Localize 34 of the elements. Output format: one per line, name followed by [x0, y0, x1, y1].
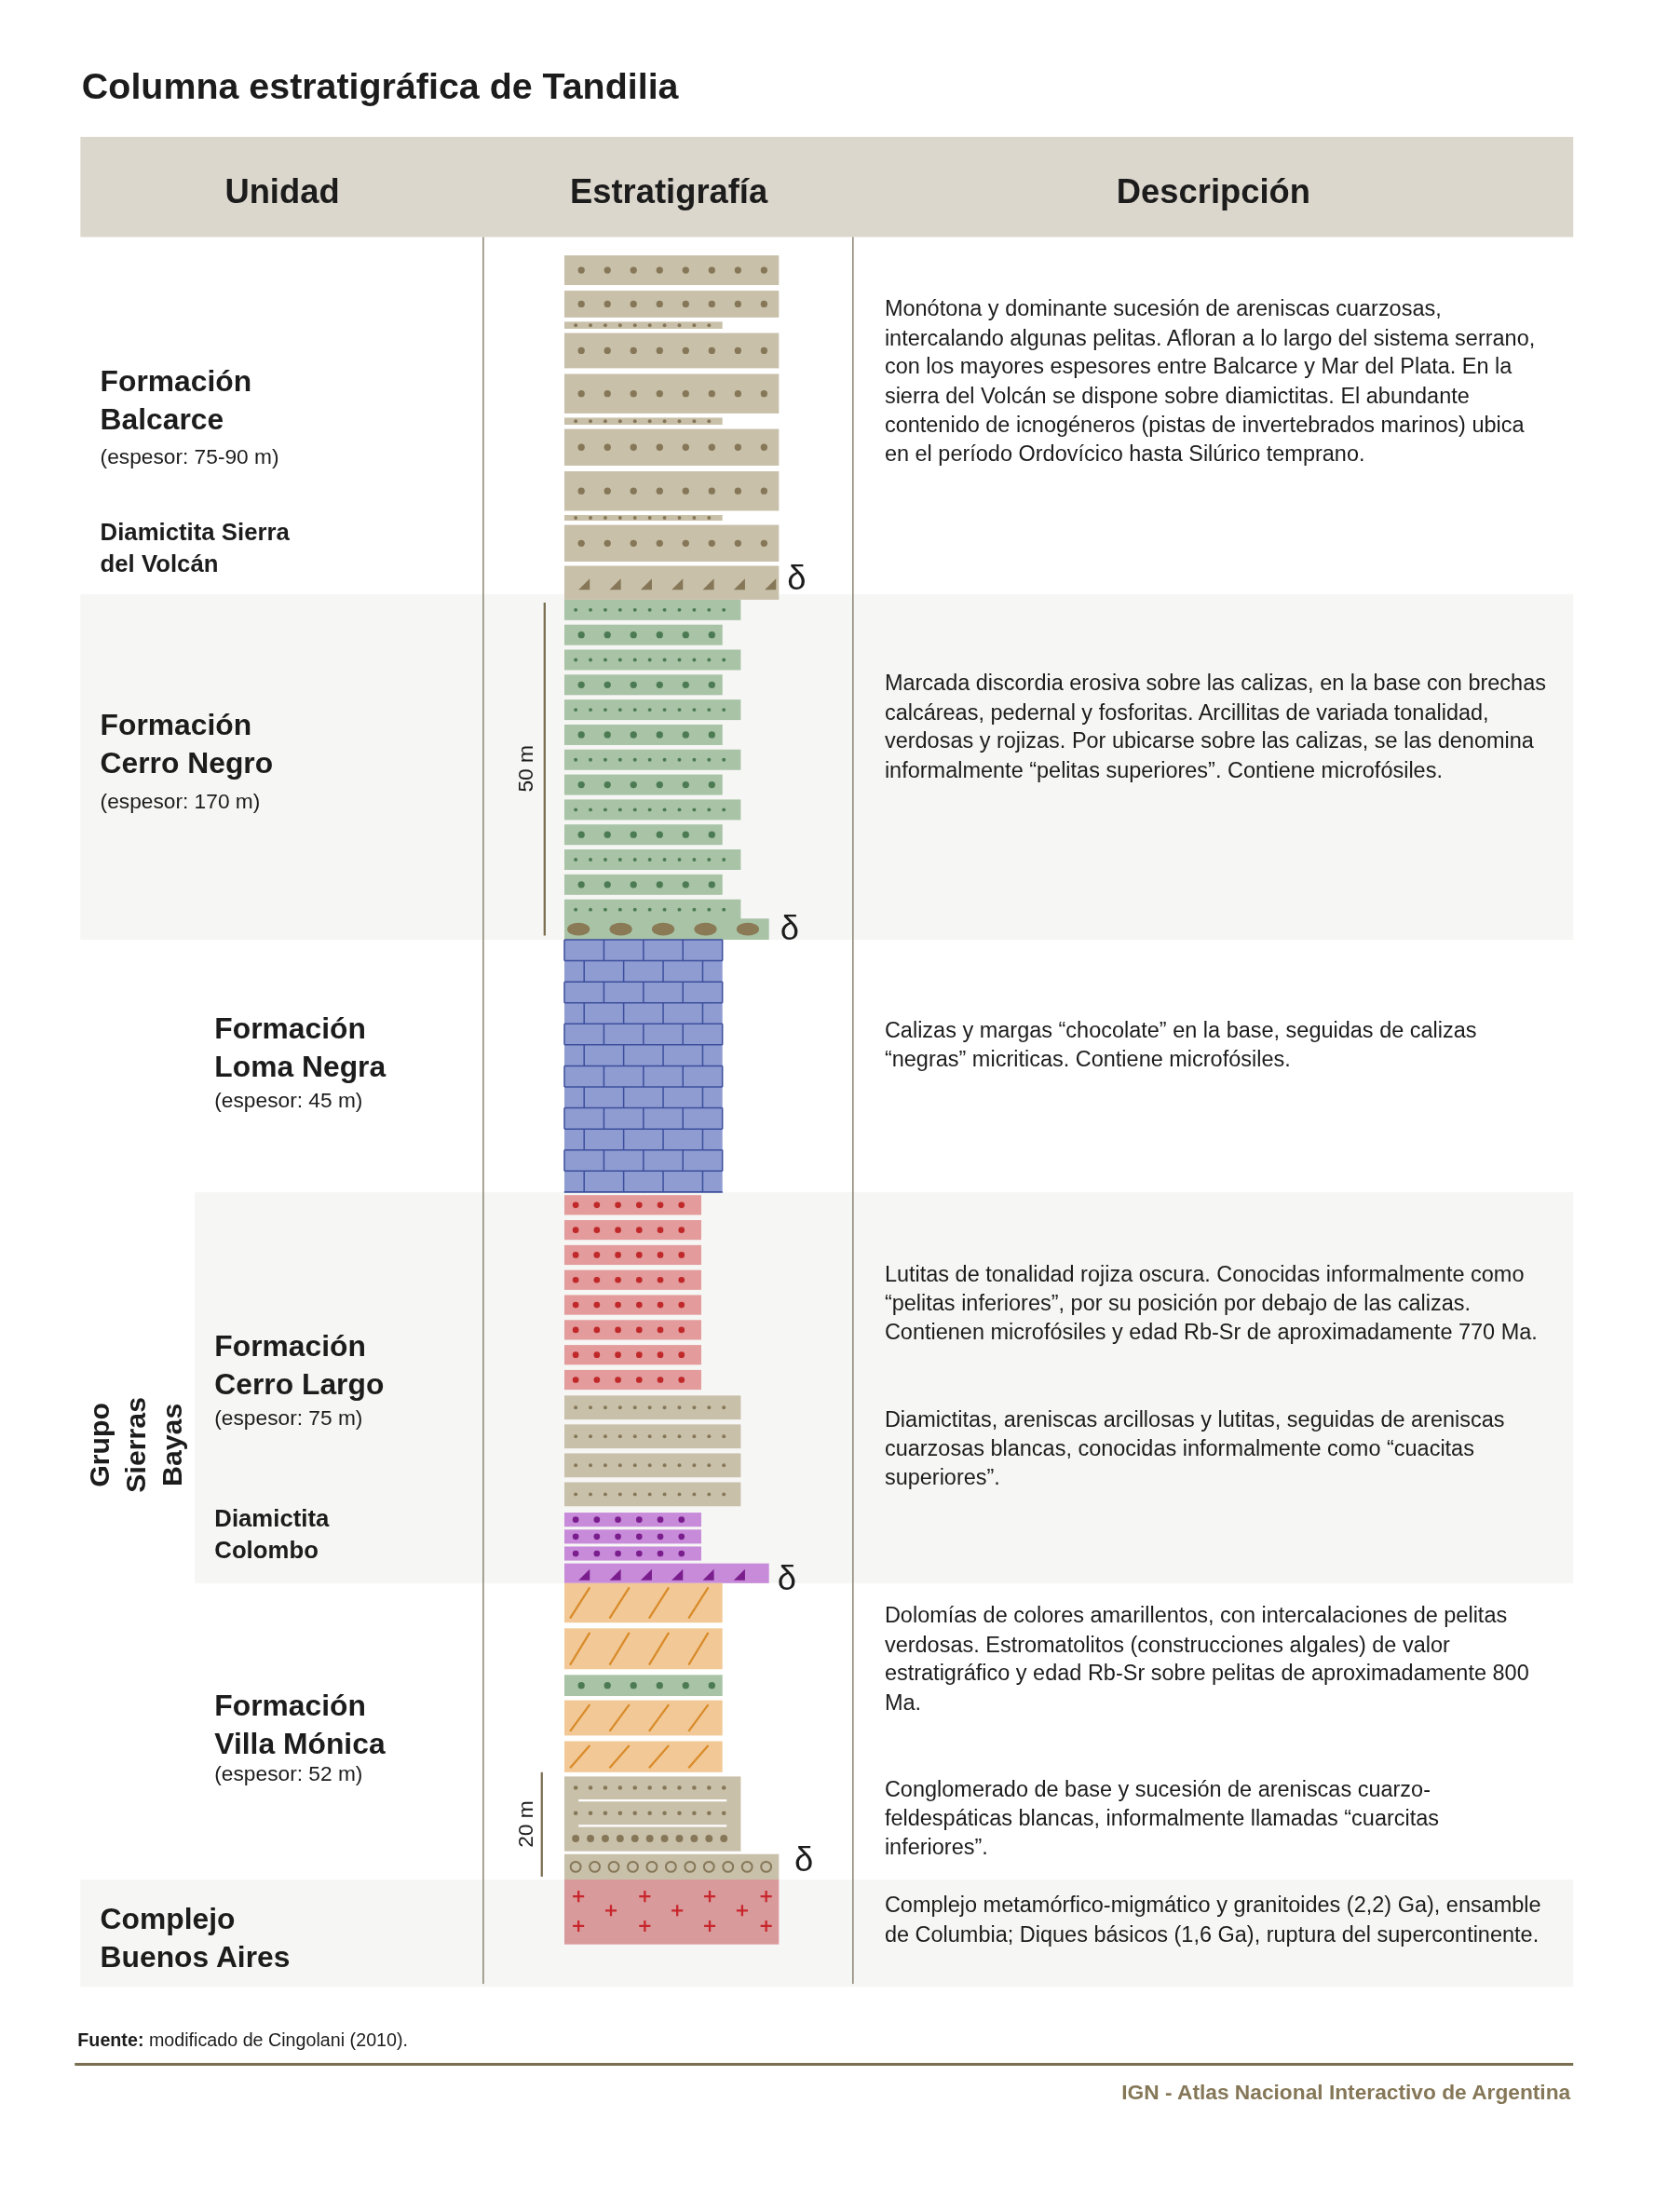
- description-text: Dolomías de colores amarillentos, con intercalaciones de pelitas verdosas. Estromatolitos (construcciones algales) de valor estratigráfico y edad Rb-Sr sobre pelitas de aproximadamente 800 Ma.: [884, 1602, 1530, 1716]
- unit-name: Complejo Buenos Aires: [100, 1901, 292, 1975]
- unit-name: Formación Cerro Negro: [100, 707, 275, 781]
- unit-name: Formación Loma Negra: [214, 1011, 387, 1085]
- unit-name: Diamictita Sierra del Volcán: [100, 518, 291, 579]
- thickness-note: (espesor: 170 m): [100, 787, 262, 815]
- credit-line: IGN - Atlas Nacional Interactivo de Argentina: [1120, 2079, 1571, 2106]
- unconformity-symbol: δ: [794, 1839, 815, 1880]
- thickness-note: (espesor: 75-90 m): [100, 443, 280, 470]
- thickness-note: (espesor: 75 m): [214, 1404, 364, 1432]
- unconformity-symbol: δ: [780, 907, 801, 949]
- thickness-note: (espesor: 45 m): [214, 1087, 364, 1114]
- unit-name: Formación Villa Mónica: [214, 1688, 387, 1762]
- diagram-title: Columna estratigráfica de Tandilia: [81, 63, 680, 110]
- description-text: Conglomerado de base y sucesión de areniscas cuarzo-feldespáticas blancas, informalmente llamadas “cuarcitas inferiores”.: [884, 1775, 1441, 1861]
- scale-label: 50 m: [511, 744, 538, 794]
- description-text: Marcada discordia erosiva sobre las calizas, en la base con brechas calcáreas, pedernal y fosforitas. Arcillitas de variada tonalidad, verdosas y rojizas. Por ubicarse sobre las calizas, se las denomina informalmente “pelitas superiores”. Contiene microfósiles.: [884, 669, 1547, 784]
- unit-name: Formación Cerro Largo: [214, 1328, 386, 1403]
- description-text: Lutitas de tonalidad rojiza oscura. Conocidas informalmente como “pelitas inferiores”, por su posición por debajo de las calizas. Contienen microfósiles y edad Rb-Sr de aproximadamente 770 Ma.: [884, 1260, 1539, 1346]
- group-name: Grupo Sierras Bayas: [82, 1395, 189, 1495]
- description-text: Diamictitas, areniscas arcillosas y lutitas, seguidas de areniscas cuarzosas blancas, conocidas informalmente como “cuacitas superiores”.: [884, 1405, 1506, 1491]
- column-header: Unidad: [224, 170, 341, 212]
- unit-name: Diamictita Colombo: [214, 1504, 331, 1566]
- scale-label: 20 m: [511, 1799, 538, 1850]
- unit-name: Formación Balcarce: [100, 362, 253, 438]
- column-header: Descripción: [1115, 170, 1311, 212]
- description-text: Calizas y margas “chocolate” en la base, seguidas de calizas “negras” micriticas. Contiene microfósiles.: [884, 1016, 1478, 1073]
- description-text: Complejo metamórfico-migmático y granitoides (2,2) Ga), ensamble de Columbia; Diques básicos (1,6 Ga), ruptura del supercontinente.: [884, 1891, 1542, 1948]
- column-header: Estratigrafía: [569, 170, 769, 212]
- unconformity-symbol: δ: [787, 557, 807, 599]
- unconformity-symbol: δ: [777, 1558, 797, 1599]
- thickness-note: (espesor: 52 m): [214, 1759, 364, 1787]
- source-note: Fuente: modificado de Cingolani (2010).: [77, 2029, 409, 2053]
- description-text: Monótona y dominante sucesión de areniscas cuarzosas, intercalando algunas pelitas. Afloran a lo largo del sistema serrano, con los mayores espesores entre Balcarce y Mar del Plata. En la sierra del Volcán se dispone sobre diamictitas. El abundante contenido de icnogéneros (pistas de invertebrados marinos) ubica en el período Ordovícico hasta Silúrico temprano.: [884, 295, 1537, 468]
